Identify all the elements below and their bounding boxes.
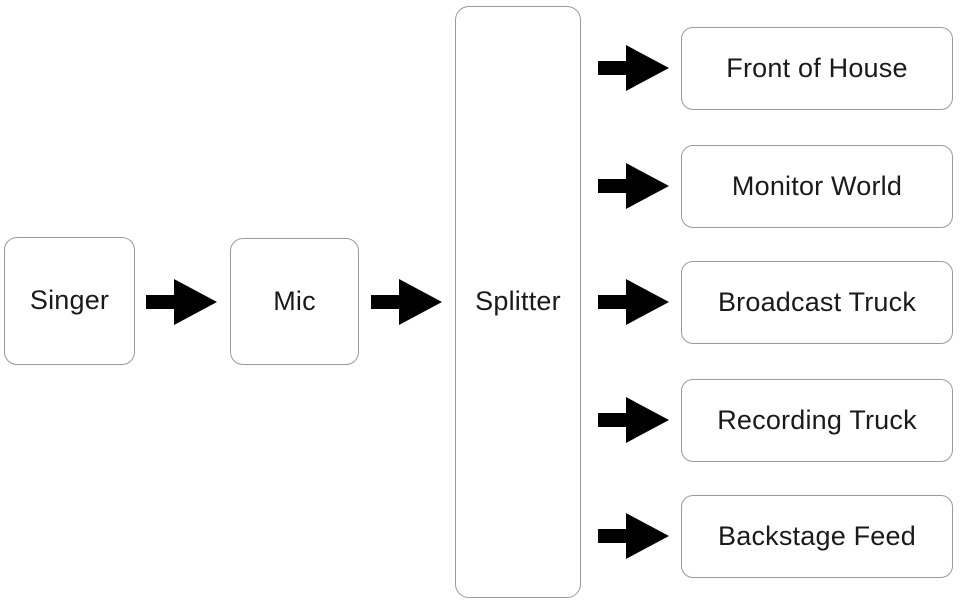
arrow-right-icon-splitter-to-front-of-house [598, 45, 669, 91]
node-mic[interactable]: Mic [230, 238, 359, 365]
node-singer[interactable]: Singer [4, 237, 135, 365]
node-monitor-world[interactable]: Monitor World [681, 145, 953, 228]
node-recording-truck[interactable]: Recording Truck [681, 379, 953, 462]
node-singer-label: Singer [29, 285, 110, 316]
arrow-right-icon-splitter-to-broadcast-truck [598, 279, 669, 325]
node-splitter[interactable]: Splitter [455, 6, 581, 598]
node-broadcast-truck[interactable]: Broadcast Truck [681, 261, 953, 344]
arrow-right-icon-singer-to-mic [146, 279, 217, 325]
arrow-right-icon-splitter-to-recording-truck [598, 397, 669, 443]
arrow-right-icon-mic-to-splitter [371, 279, 442, 325]
node-mic-label: Mic [273, 285, 316, 316]
node-front-of-house[interactable]: Front of House [681, 27, 953, 110]
node-backstage-feed[interactable]: Backstage Feed [681, 495, 953, 578]
node-backstage-feed-label: Backstage Feed [718, 520, 916, 551]
node-front-of-house-label: Front of House [726, 52, 908, 83]
node-monitor-world-label: Monitor World [731, 170, 903, 201]
node-broadcast-truck-label: Broadcast Truck [717, 286, 917, 317]
node-recording-truck-label: Recording Truck [717, 404, 917, 435]
arrow-right-icon-splitter-to-monitor-world [598, 163, 669, 209]
node-splitter-label: Splitter [475, 286, 561, 317]
arrow-right-icon-splitter-to-backstage-feed [598, 513, 669, 559]
